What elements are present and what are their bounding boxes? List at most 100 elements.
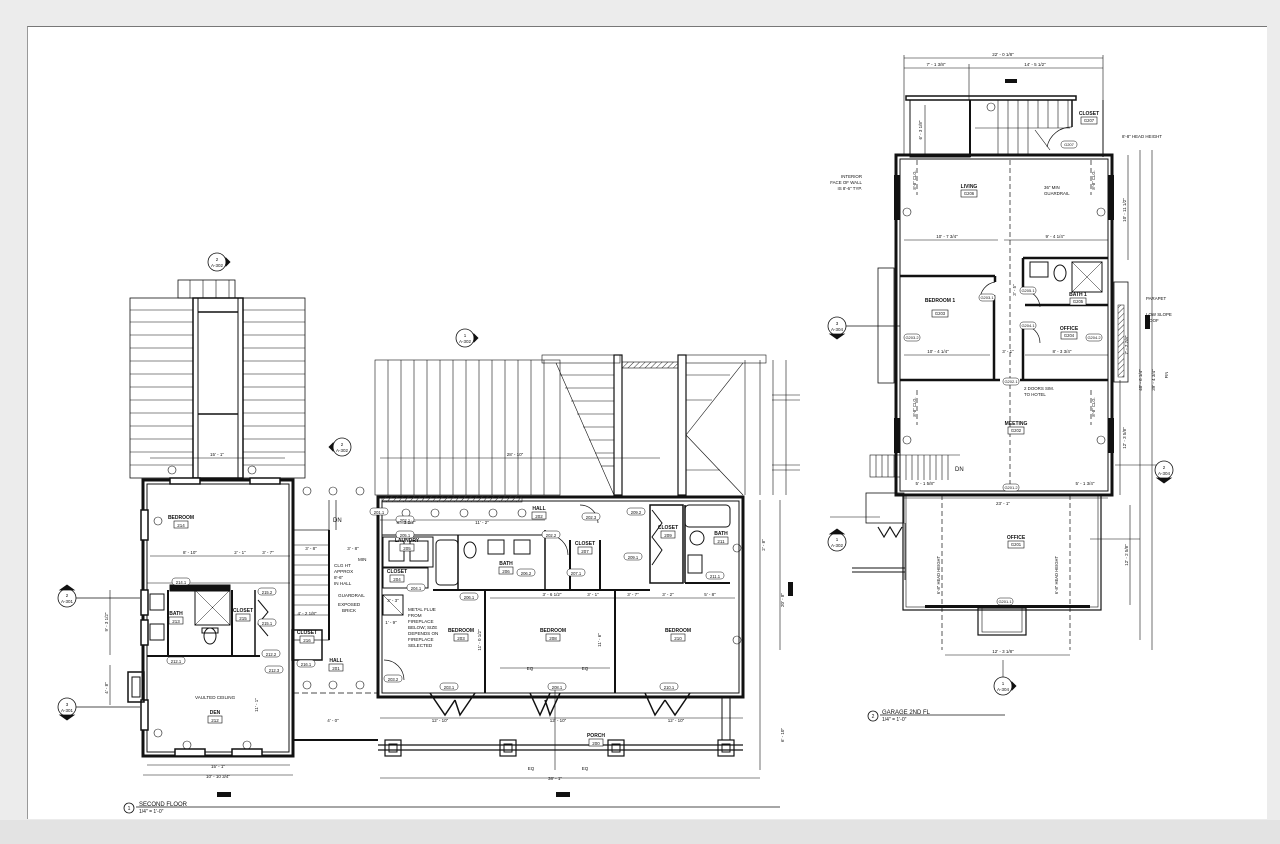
view-scale: 1/4" = 1'-0" [139,809,164,815]
section-tag-sheet: A-302 [211,263,224,268]
door-tag: 212.1 [171,659,182,664]
door-tag: G202.1 [1004,379,1018,384]
door-tag: 203.2 [388,677,399,682]
room-number: G206 [964,191,975,196]
door-tag: 215.1 [262,621,273,626]
note-two-doors: TO HOTEL [1024,392,1046,397]
door-tag: 209.2 [631,510,642,515]
view-title: SECOND FLOOR [139,802,188,808]
door-tag: 215.2 [262,590,273,595]
section-tag-number: 1 [464,333,467,338]
room-number: 210 [674,636,682,641]
dimension-text: 10' - 11 1/2" [1122,198,1127,222]
room-label: OFFICE [1060,326,1079,332]
door-tag: 212.3 [269,668,280,673]
door-tag: 208.1 [552,685,563,690]
room-label: CLOSET [387,569,407,575]
viewer-bottom-bar [0,820,1280,844]
dimension-text: 3' - 8" [305,546,317,551]
porch [378,697,743,757]
left-wing-walls [127,477,295,758]
note-vaulted-ceiling: VAULTED CEILING [195,695,236,700]
dimension-text: 1' - 9" [385,620,397,625]
dimension-text: 2' - 1" [234,550,246,555]
dimension-text: 8' - 3 1/2" [397,520,416,525]
door-tag: 206.1 [464,595,475,600]
note-metal-flue: FIREPLACE [408,637,434,642]
note-ceiling: 8'-8" CLG. [1091,397,1096,416]
view-scale: 1/4" = 1'-0" [882,717,907,723]
dimension-text: 5' - 1 3/4" [1076,481,1095,486]
room-number: 201 [332,666,340,671]
room-label: PORCH [587,733,605,739]
door-tag: 216.1 [301,662,312,667]
dimension-text: 4' - 2 1/8" [298,611,317,616]
dimension-text: 3' - 3" [387,598,399,603]
room-number: 216 [303,638,311,643]
door-tag: 212.2 [266,652,277,657]
room-number: G202 [1011,428,1022,433]
door-tag: G203.1 [980,295,994,300]
note-metal-flue: FIREPLACE [408,619,434,624]
view-title: GARAGE 2ND FL [882,710,931,716]
room-number: 215 [239,616,247,621]
note-exposed-brick: BRICK [342,608,357,613]
dimension-text: 39' - 4 3/4" [1151,369,1156,391]
dimension-text: 28' - 10" [507,452,524,457]
section-tag-sheet: A-302 [831,543,844,548]
door-tag: G205.1 [1021,288,1035,293]
section-tag-sheet: A-304 [997,687,1010,692]
door-tag: G201.2 [1004,485,1018,490]
door-tag: 206.2 [521,571,532,576]
stair-hall [291,500,378,741]
note-exposed-brick: EXPOSED [338,602,361,607]
note-fin: FIN [1164,372,1169,379]
note-metal-flue: SELECTED [408,643,433,648]
dimension-text: EQ [528,766,535,771]
stair-down-label: DN [955,467,964,473]
dimension-text: 15' - 1" [210,452,224,457]
room-label: BEDROOM [448,628,474,634]
dimension-text: 6' - 10" [780,728,785,742]
note-guardrail: GUARDRAIL [1044,191,1070,196]
note-ceiling-height: IN HALL [334,581,352,586]
view-number: 2 [872,714,875,720]
dimension-text: 7' - 1 3/8" [927,62,946,67]
room-label: OFFICE [1007,535,1026,541]
dimension-text: 2' - 8" [761,539,766,551]
dimension-text: 11' - 1" [254,698,259,712]
room-label: BEDROOM 1 [925,298,956,304]
section-tag-sheet: A-304 [831,327,844,332]
room-label: BEDROOM [168,515,194,521]
dimension-text: 20' - 8" [780,593,785,607]
room-label: LIVING [961,184,978,190]
dimension-text: 3' - 7" [627,592,639,597]
dimension-text: 12' - 10" [432,718,449,723]
section-tag-number: 3 [836,321,839,326]
main-block-walls [376,495,745,718]
door-tag: 207.1 [571,571,582,576]
dimension-text: 8' - 10" [183,550,197,555]
room-number: 211 [717,539,725,544]
note-two-doors: 2 DOORS SIM. [1024,386,1054,391]
dimension-lines-1 [109,457,781,779]
view-number: 1 [128,806,131,812]
door-tag: 211.1 [710,574,721,579]
note-guardrail: 36" MIN [1044,185,1060,190]
note-ceiling: 8'-8" CLG. [912,397,917,416]
note-ceiling-height: APPROX [334,569,353,574]
dimension-text: 3' - 7" [262,550,274,555]
room-number: 209 [664,533,672,538]
door-tag: G204.2 [1087,335,1101,340]
section-tag-number: 2 [1163,465,1166,470]
dimension-text: 6' - 3 1/8" [918,120,923,139]
note-metal-flue: METAL FLUE [408,607,436,612]
dimension-text: 3' - 5" [1012,284,1017,296]
room-label: BEDROOM [665,628,691,634]
dimension-text: 5' - 8" [704,592,716,597]
note-low-slope-roof: LOW SLOPE [1146,312,1172,317]
dimension-text: 22' - 0 1/8" [992,52,1014,57]
note-low-slope-roof: ROOF [1146,318,1159,323]
room-number: 203 [457,636,465,641]
